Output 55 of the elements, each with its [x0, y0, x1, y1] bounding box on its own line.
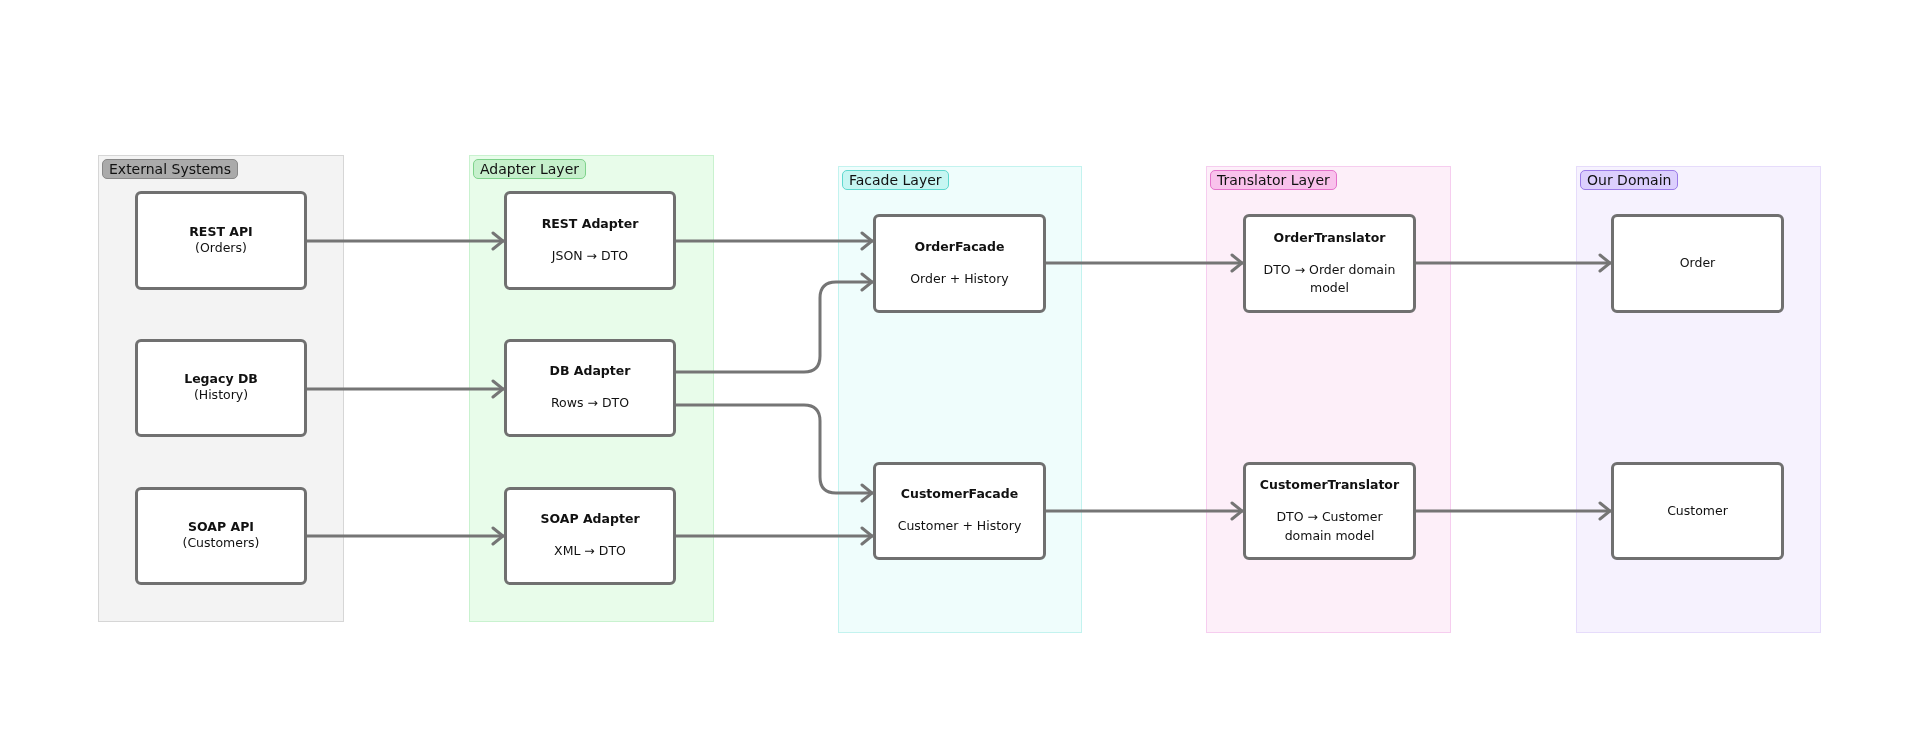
- arrow: [307, 231, 505, 251]
- layer-label: Our Domain: [1580, 170, 1679, 190]
- arrow: [1046, 253, 1244, 273]
- component-box: [1611, 462, 1784, 560]
- layer-panel: [469, 155, 714, 622]
- component-name: Order: [1679, 254, 1716, 273]
- component-box: [873, 462, 1046, 560]
- component-title: Legacy DB: [184, 371, 258, 387]
- component-box: [135, 487, 307, 585]
- layer-label: Adapter Layer: [473, 159, 587, 179]
- component-title: OrderTranslator: [1273, 229, 1386, 245]
- component-title: REST API: [189, 223, 253, 239]
- arrow: [1046, 501, 1244, 521]
- component-description: XML → DTO: [554, 542, 626, 561]
- component-title: CustomerTranslator: [1259, 477, 1400, 493]
- component-box: [1243, 462, 1416, 560]
- layer-panel: [1206, 166, 1451, 633]
- layer-panel: [838, 166, 1082, 633]
- layer-panel: [98, 155, 344, 622]
- component-description: (History): [193, 386, 249, 405]
- arrow: [676, 231, 874, 251]
- arrow: [676, 403, 874, 503]
- component-box: [504, 487, 676, 585]
- component-title: DB Adapter: [549, 363, 631, 379]
- component-box: [135, 339, 307, 437]
- component-box: [135, 191, 307, 290]
- layer-panel: [1576, 166, 1821, 633]
- component-title: OrderFacade: [914, 238, 1005, 254]
- component-box: [504, 191, 676, 290]
- component-description: Rows → DTO: [551, 394, 629, 413]
- arrow: [1416, 253, 1612, 273]
- arrow: [1416, 501, 1612, 521]
- layer-label: Translator Layer: [1210, 170, 1337, 190]
- component-description: Customer + History: [897, 517, 1022, 536]
- component-description: (Customers): [182, 534, 260, 553]
- arrow: [676, 272, 874, 374]
- component-description: DTO → Customer domain model: [1275, 508, 1384, 545]
- component-box: [1611, 214, 1784, 313]
- component-box: [873, 214, 1046, 313]
- arrow: [307, 526, 505, 546]
- component-title: CustomerFacade: [900, 486, 1019, 502]
- component-title: SOAP API: [188, 519, 254, 535]
- component-description: Order + History: [910, 269, 1009, 288]
- component-title: REST Adapter: [541, 215, 639, 231]
- arrow: [676, 526, 874, 546]
- arrow: [307, 379, 505, 399]
- component-description: DTO → Order domain model: [1262, 260, 1397, 297]
- component-description: (Orders): [195, 238, 247, 257]
- component-description: JSON → DTO: [551, 246, 629, 265]
- component-name: Customer: [1667, 501, 1728, 520]
- component-box: [1243, 214, 1416, 313]
- layer-label: Facade Layer: [842, 170, 949, 190]
- component-box: [504, 339, 676, 437]
- component-title: SOAP Adapter: [540, 511, 640, 527]
- layer-label: External Systems: [102, 159, 239, 179]
